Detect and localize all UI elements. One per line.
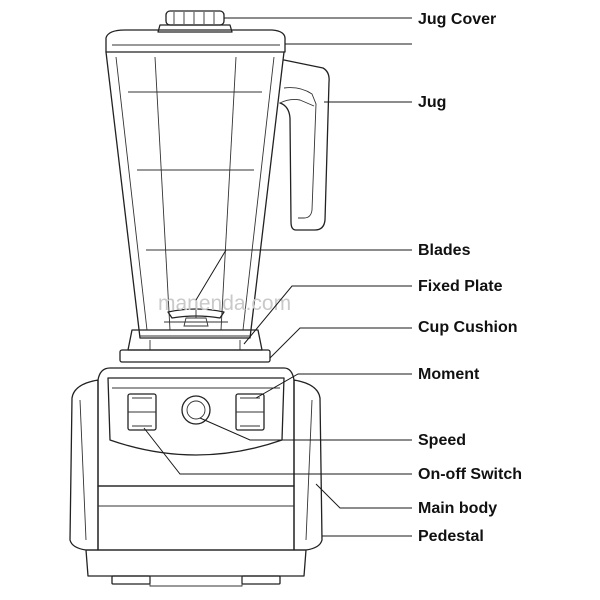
main-body-part — [69, 367, 323, 551]
leader-on-off-switch — [143, 427, 412, 475]
leader-speed — [199, 417, 412, 441]
leader-lines — [143, 17, 412, 537]
label-fixed-plate: Fixed Plate — [418, 278, 503, 295]
leader-cup-cushion — [269, 327, 412, 359]
leader-fixed-plate — [243, 285, 412, 345]
label-jug: Jug — [418, 94, 446, 111]
label-on-off-switch: On-off Switch — [418, 466, 522, 483]
leader-moment — [255, 373, 412, 399]
watermark: manenda.com — [158, 292, 291, 315]
label-blades: Blades — [418, 242, 471, 259]
label-speed: Speed — [418, 432, 466, 449]
pedestal-part — [85, 485, 307, 587]
label-jug-cover: Jug Cover — [418, 11, 496, 28]
blender-drawing — [69, 10, 330, 587]
fixed-plate-part — [127, 329, 263, 351]
leader-main-body — [315, 483, 412, 509]
cup-cushion-part — [119, 349, 271, 363]
label-main-body: Main body — [418, 500, 497, 517]
blades-part — [164, 300, 228, 327]
jug-cover-part — [105, 10, 286, 53]
label-cup-cushion: Cup Cushion — [418, 319, 518, 336]
label-moment: Moment — [418, 366, 480, 383]
part-labels: Jug Cover Jug Blades Fixed Plate Cup Cus… — [418, 11, 522, 545]
label-pedestal: Pedestal — [418, 528, 484, 545]
leader-blades — [195, 249, 412, 301]
